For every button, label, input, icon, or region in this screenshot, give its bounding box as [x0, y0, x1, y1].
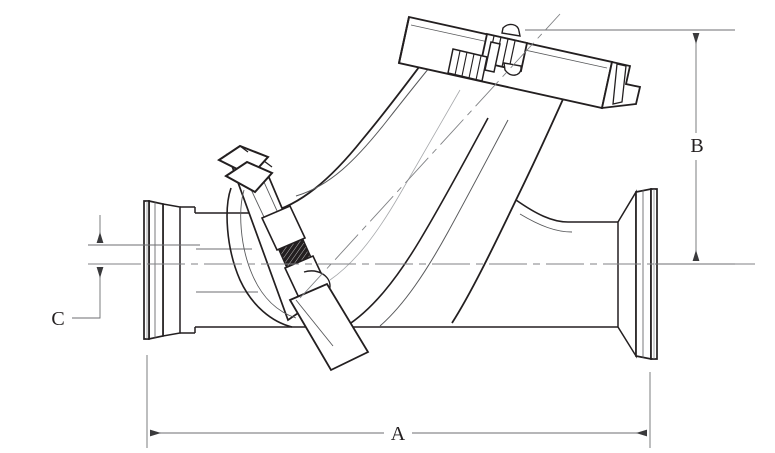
dimension-c-label: C [51, 308, 64, 330]
right-tri-clamp-flange [600, 187, 658, 361]
dimension-b: B [525, 29, 735, 265]
dimension-b-label: B [690, 135, 703, 157]
upper-branch-port-cover [397, 15, 642, 110]
dimension-a: A [146, 355, 651, 448]
bonnet-hex-cap [217, 144, 274, 194]
left-tri-clamp-flange [143, 199, 196, 341]
dimension-a-label: A [391, 423, 406, 445]
right-body-taper [515, 199, 600, 328]
lower-drain-outlet [288, 282, 370, 372]
main-valve-body-group [90, 13, 760, 372]
upper-port-clamp-band [479, 23, 529, 76]
branch-centerline [299, 13, 561, 299]
upper-port-rib-detail [447, 48, 488, 82]
dimension-c: C [51, 215, 200, 330]
main-body-barrel [195, 212, 575, 328]
diagonal-bonnet-stem [217, 144, 370, 372]
